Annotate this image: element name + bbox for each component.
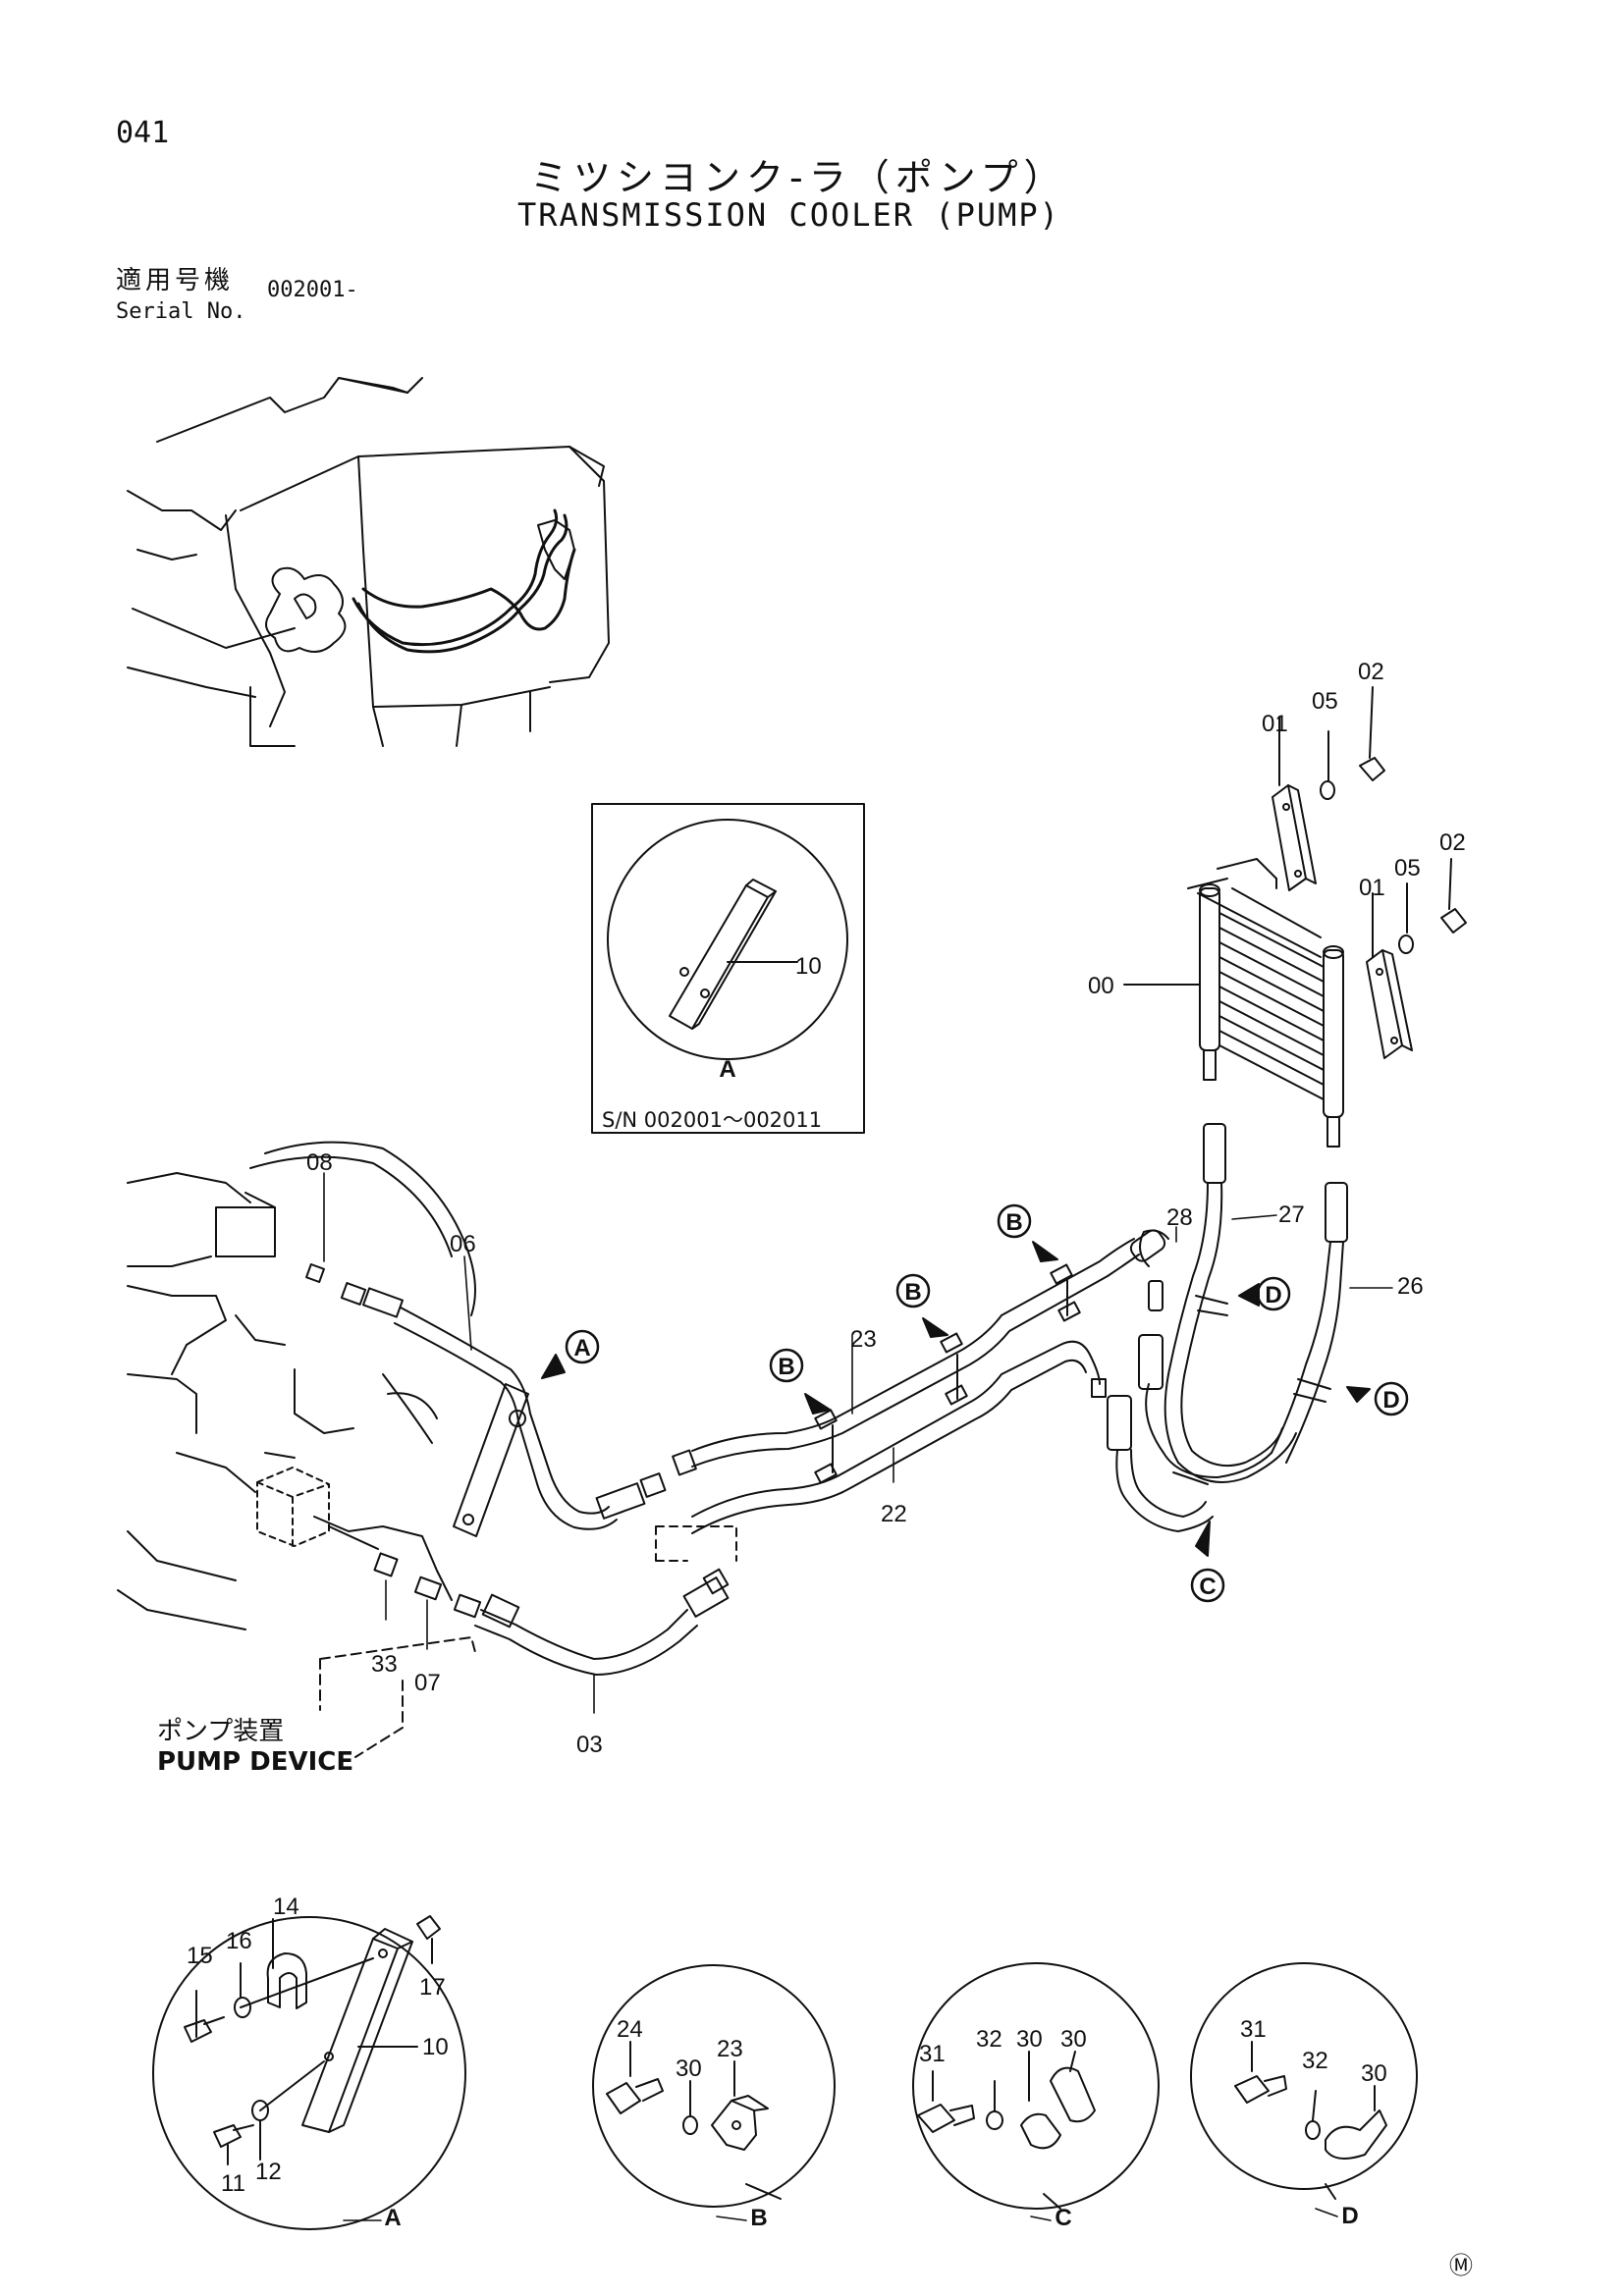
- label-17: 17: [419, 1974, 446, 2001]
- label-06: 06: [450, 1231, 476, 1257]
- callout-b1: B: [778, 1354, 794, 1380]
- callout-b2: B: [904, 1279, 921, 1306]
- serial-label-english: Serial No.: [116, 299, 246, 324]
- label-20: 23: [850, 1326, 877, 1353]
- label-26: 26: [1397, 1273, 1424, 1300]
- label-32c: 32: [976, 2026, 1002, 2053]
- label-28: 28: [1166, 1204, 1193, 1231]
- label-24: 30: [676, 2056, 702, 2082]
- hose-and-pipe-network: [305, 1123, 1348, 1676]
- label-14: 14: [273, 1894, 299, 1920]
- label-16: 16: [226, 1928, 252, 1954]
- label-03b: 05: [1394, 855, 1421, 881]
- detail-letter-d: D: [1341, 2203, 1358, 2229]
- label-15: 15: [187, 1943, 213, 1969]
- label-01: 01: [1262, 711, 1288, 737]
- label-31d: 31: [1240, 2016, 1267, 2043]
- label-22: 23: [717, 2036, 743, 2062]
- label-11: 11: [221, 2170, 245, 2197]
- pump-device-label-japanese: ポンプ装置: [157, 1717, 285, 1746]
- label-30c2: 30: [1060, 2026, 1087, 2053]
- bracket-assembly-01-02-03: [1272, 686, 1467, 1059]
- label-10b: 10: [422, 2034, 449, 2060]
- label-23: 24: [617, 2016, 643, 2043]
- callout-letter-labels: A A B B B C D D A B C D: [384, 1056, 1399, 2231]
- label-01b: 01: [1359, 875, 1385, 901]
- detail-circle-b: [592, 1964, 836, 2208]
- label-19: 22: [881, 1501, 907, 1527]
- callout-b3: B: [1005, 1209, 1022, 1236]
- callout-pointers: [541, 1241, 1371, 1557]
- engine-area-illustration: [117, 1141, 476, 1758]
- label-27: 27: [1278, 1201, 1305, 1228]
- callout-c: C: [1199, 1574, 1216, 1600]
- label-07: 07: [414, 1670, 441, 1696]
- detail-circle-a: [152, 1915, 466, 2230]
- label-31c: 31: [919, 2041, 946, 2067]
- detail-circle-d: [1190, 1962, 1418, 2200]
- label-30c1: 30: [1016, 2026, 1043, 2053]
- inset-letter-a: A: [719, 1056, 735, 1083]
- label-33: 33: [371, 1651, 398, 1678]
- serial-label-japanese: 適用号機: [116, 266, 235, 295]
- label-08: 08: [306, 1149, 333, 1176]
- callout-d1: D: [1265, 1282, 1281, 1308]
- part-number-labels: 00 01 05 02 01 05 02 10 08 06 23 22 28 2…: [187, 659, 1466, 2197]
- leader-lines: [323, 1172, 1393, 1714]
- inset-serial-range: S/N 002001～002011: [602, 1108, 823, 1132]
- detail-letter-b: B: [750, 2205, 767, 2231]
- pump-device-label-english: PUMP DEVICE: [157, 1747, 354, 1777]
- detail-letter-a: A: [384, 2205, 401, 2231]
- callout-a: A: [573, 1335, 590, 1362]
- label-12: 12: [255, 2159, 282, 2185]
- callout-circles: [565, 1203, 1409, 1603]
- page-number: 041: [116, 116, 170, 150]
- title-english: TRANSMISSION COOLER (PUMP): [517, 196, 1060, 234]
- label-05: 03: [576, 1732, 603, 1758]
- callout-d2: D: [1382, 1387, 1399, 1414]
- title-japanese: ミツシヨンク-ラ（ポンプ）: [530, 156, 1067, 199]
- label-02b: 02: [1439, 829, 1466, 856]
- detail-circle-c: [912, 1962, 1160, 2210]
- label-32d: 32: [1302, 2048, 1328, 2074]
- label-03: 05: [1312, 688, 1338, 715]
- label-10a: 10: [795, 953, 822, 980]
- detail-letter-c: C: [1055, 2205, 1071, 2231]
- serial-value: 002001-: [267, 278, 358, 302]
- label-00: 00: [1088, 973, 1114, 999]
- machine-overview-illustration: [127, 377, 610, 747]
- detail-letter-leaders: [343, 2208, 1338, 2221]
- transmission-cooler: [1123, 858, 1344, 1148]
- label-30d: 30: [1361, 2060, 1387, 2087]
- label-02: 02: [1358, 659, 1384, 685]
- inset-box-a: [591, 803, 865, 1134]
- mark-m-symbol: Ⓜ: [1449, 2252, 1473, 2279]
